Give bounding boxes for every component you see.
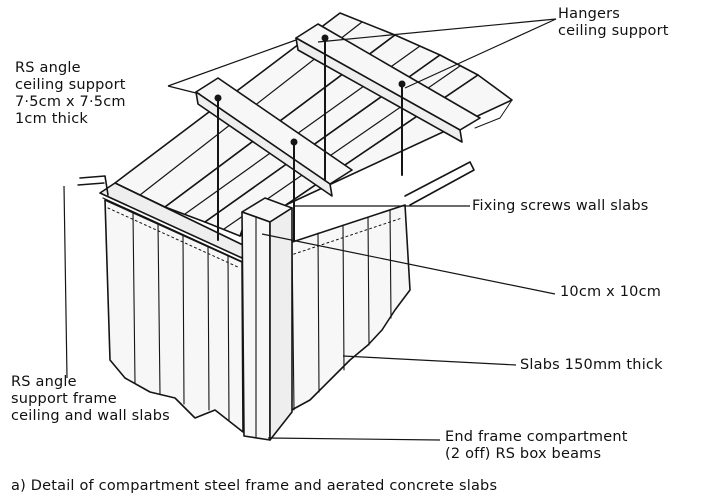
label-rs-angle-frame-line1: RS angle: [11, 374, 77, 390]
figure-caption: a) Detail of compartment steel frame and…: [11, 478, 498, 494]
side-wall-slabs: [107, 204, 411, 431]
label-box-size: 10cm x 10cm: [560, 284, 662, 300]
label-rs-angle-ceiling-line4: 1cm thick: [15, 111, 89, 127]
rs-box-beam-post: [241, 197, 293, 441]
label-fixing-screws: Fixing screws wall slabs: [472, 198, 649, 214]
label-rs-angle-frame-line2: support frame: [11, 391, 117, 407]
label-rs-angle-frame: RS angle support frame ceiling and wall …: [11, 374, 170, 425]
label-rs-angle-ceiling: RS angle ceiling support 7·5cm x 7·5cm 1…: [15, 60, 126, 128]
label-rs-angle-frame-line3: ceiling and wall slabs: [11, 408, 170, 424]
label-hangers: Hangers ceiling support: [558, 6, 669, 40]
rs-angle-rail: [77, 161, 475, 206]
rs-angle-ceiling-supports: [195, 23, 481, 197]
label-end-frame-line2: (2 off) RS box beams: [445, 446, 602, 462]
label-slabs: Slabs 150mm thick: [520, 357, 663, 373]
label-rs-angle-ceiling-line1: RS angle: [15, 60, 81, 76]
label-end-frame-line1: End frame compartment: [445, 429, 628, 445]
label-rs-angle-ceiling-line3: 7·5cm x 7·5cm: [15, 94, 126, 110]
label-hangers-line1: Hangers: [558, 6, 621, 22]
label-rs-angle-ceiling-line2: ceiling support: [15, 77, 126, 93]
label-end-frame: End frame compartment (2 off) RS box bea…: [445, 429, 628, 463]
label-hangers-line2: ceiling support: [558, 23, 669, 39]
leader-lines: [63, 18, 557, 441]
